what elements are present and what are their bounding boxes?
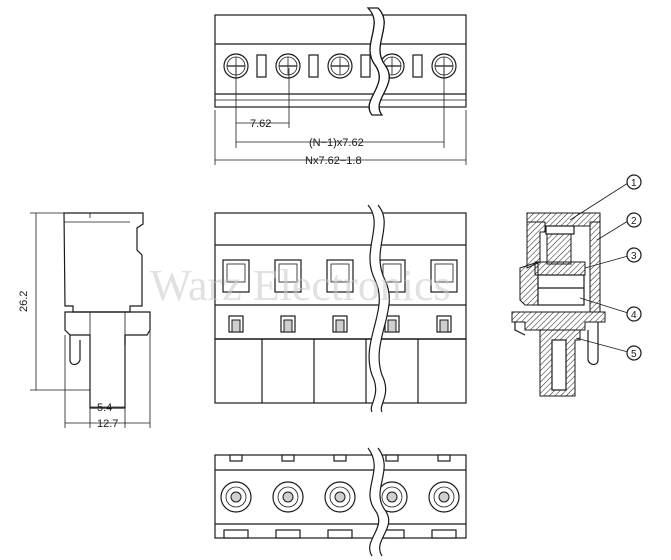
wire-entry-inner (382, 263, 402, 283)
wire-entry-inner (278, 263, 298, 283)
bottom-tab-bottom (431, 529, 457, 539)
side-view: 26.2 5.4 12.7 (18, 212, 151, 430)
pitch-dimension: 7.62 (250, 118, 271, 130)
pin-hole-contact (386, 491, 398, 503)
bottom-tab-top (281, 454, 295, 462)
top-dimensions: 7.62 (N−1)x7.62 Nx7.62−1.8 (214, 68, 467, 167)
callout-5: 5 (631, 349, 637, 360)
top-screw-row (223, 53, 457, 79)
top-view (214, 7, 467, 116)
callout-4: 4 (631, 310, 637, 321)
top-partition (360, 54, 371, 78)
wire-entry-inner (226, 263, 246, 283)
pin-slot-contact (335, 319, 345, 333)
pin-hole-contact (282, 491, 294, 503)
callout-1: 1 (631, 178, 637, 189)
bottom-tab-top (333, 454, 347, 462)
bottom-pin-row (220, 454, 460, 539)
bottom-tab-top (385, 454, 399, 462)
pin-hole-contact (230, 491, 242, 503)
pin-hole-ring (225, 486, 247, 508)
front-view (214, 204, 467, 413)
top-partition (412, 54, 423, 78)
screw-thread (546, 233, 572, 265)
watermark-text: Warz Electronics (150, 261, 451, 310)
top-partition (256, 54, 267, 78)
height-dimension: 26.2 (18, 291, 30, 312)
section-view: 1 2 3 4 5 (511, 174, 642, 397)
pin-hole-contact (438, 491, 450, 503)
bottom-tab-bottom (327, 529, 353, 539)
pin-hole-contact (334, 491, 346, 503)
pin-hole-ring (277, 486, 299, 508)
pin-offset-dimension: 5.4 (97, 402, 112, 414)
pin-hole-ring (329, 486, 351, 508)
width-dimension: 12.7 (97, 418, 118, 430)
pin-slot-contact (283, 319, 293, 333)
top-partition (308, 54, 319, 78)
pin-slot-contact (439, 319, 449, 333)
callout-3: 3 (631, 251, 637, 262)
callout-2: 2 (631, 216, 637, 227)
total-length-dimension: Nx7.62−1.8 (305, 155, 362, 167)
wire-entry-inner (330, 263, 350, 283)
bottom-view (214, 447, 467, 557)
bottom-tab-bottom (223, 529, 249, 539)
pin-hole-ring (433, 486, 455, 508)
pin-slot-contact (231, 319, 241, 333)
bottom-tab-bottom (275, 529, 301, 539)
pin-slot-contact (387, 319, 397, 333)
wire-entry-inner (434, 263, 454, 283)
n-minus-1-dimension: (N−1)x7.62 (309, 137, 364, 149)
bottom-tab-top (437, 454, 451, 462)
pin-hole-ring (381, 486, 403, 508)
front-wire-entries (222, 259, 458, 333)
bottom-tab-top (229, 454, 243, 462)
front-pin-dividers (261, 339, 419, 403)
